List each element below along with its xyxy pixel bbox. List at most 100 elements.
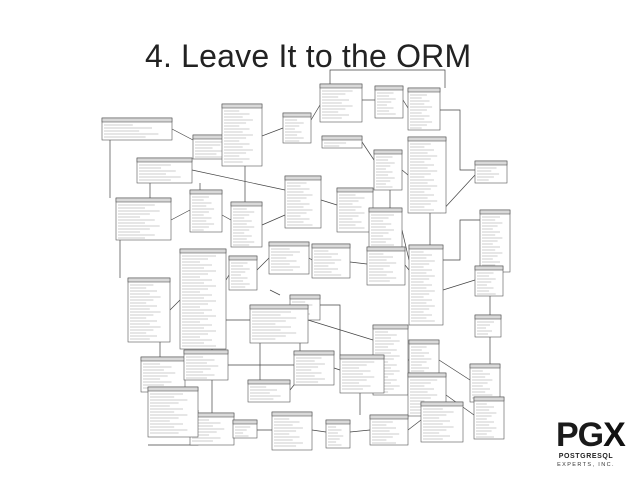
er-table-header xyxy=(127,277,171,283)
relationship-line xyxy=(256,257,270,271)
er-table-header xyxy=(469,363,501,369)
er-table xyxy=(319,83,363,123)
er-table xyxy=(147,386,199,438)
logo-mark-x: X xyxy=(603,416,626,454)
er-table xyxy=(325,419,351,449)
er-table xyxy=(474,314,502,338)
relationship-line xyxy=(310,104,321,121)
relationship-line xyxy=(289,384,295,391)
er-table-header xyxy=(147,386,199,392)
er-table-header xyxy=(473,396,505,402)
er-table-header xyxy=(282,112,312,118)
er-table xyxy=(373,149,403,191)
er-table-header xyxy=(228,255,258,261)
er-table xyxy=(407,87,441,131)
er-table xyxy=(282,112,312,144)
er-table xyxy=(228,255,258,291)
er-table xyxy=(474,265,504,297)
er-table-header xyxy=(293,350,335,356)
er-table-header xyxy=(368,207,403,213)
er-table-header xyxy=(249,304,309,310)
er-relationship-lines xyxy=(109,69,491,446)
er-table-box xyxy=(228,255,258,291)
logo-line1: POSTGRESQL xyxy=(558,453,614,460)
relationship-line xyxy=(308,257,313,261)
er-table-header xyxy=(115,197,172,203)
er-table-header xyxy=(232,419,258,425)
er-table xyxy=(469,363,501,403)
er-table-box xyxy=(325,419,351,449)
er-table xyxy=(221,103,263,167)
er-table xyxy=(479,209,511,273)
er-table-header xyxy=(268,241,310,247)
er-table-header xyxy=(247,379,291,385)
er-table-header xyxy=(474,314,502,320)
relationship-line xyxy=(269,289,281,296)
er-table-header xyxy=(479,209,511,215)
relationship-line xyxy=(225,274,230,281)
er-table-box xyxy=(311,243,351,279)
er-table xyxy=(474,160,508,184)
er-table xyxy=(369,414,409,446)
er-table-header xyxy=(474,160,508,166)
slide-title: 4. Leave It to the ORM xyxy=(145,38,472,74)
er-table xyxy=(230,201,263,248)
er-table xyxy=(189,189,223,233)
er-table-header xyxy=(230,201,263,207)
er-table-box xyxy=(407,87,441,131)
relationship-line xyxy=(404,264,410,271)
er-table-header xyxy=(221,103,263,109)
relationship-line xyxy=(349,429,371,433)
er-table-box xyxy=(179,248,227,350)
er-table-box xyxy=(407,136,447,214)
relationship-line xyxy=(221,214,232,221)
relationship-line xyxy=(320,199,338,206)
relationship-line xyxy=(440,109,475,171)
relationship-line xyxy=(349,261,368,265)
er-table-header xyxy=(183,349,229,355)
relationship-line xyxy=(333,367,341,371)
er-table-box xyxy=(420,401,464,443)
er-table xyxy=(127,277,171,343)
er-table-header xyxy=(366,246,406,252)
er-table-box xyxy=(230,201,263,248)
er-table xyxy=(271,411,313,451)
er-table-box xyxy=(183,349,229,381)
relationship-line xyxy=(401,229,410,261)
er-table-header xyxy=(339,354,385,360)
er-table xyxy=(293,350,335,386)
relationship-line xyxy=(443,219,480,261)
relationship-line xyxy=(320,304,341,355)
er-table-header xyxy=(407,372,447,378)
er-table xyxy=(407,136,447,214)
er-table-box xyxy=(115,197,172,241)
relationship-line xyxy=(402,99,409,109)
relationship-line xyxy=(171,128,194,141)
relationship-line xyxy=(438,359,471,381)
er-table-header xyxy=(325,419,351,425)
relationship-line xyxy=(407,419,422,431)
er-table-box xyxy=(369,414,409,446)
er-table xyxy=(321,135,363,149)
er-table-box xyxy=(368,207,403,249)
relationship-line xyxy=(261,214,286,226)
er-table-header xyxy=(101,117,173,123)
er-table xyxy=(408,244,444,326)
er-table-header xyxy=(289,294,321,300)
er-table-header xyxy=(179,248,227,254)
er-table xyxy=(249,304,309,344)
er-table-header xyxy=(408,339,440,345)
er-table-header xyxy=(369,414,409,420)
relationship-line xyxy=(401,169,409,176)
er-table xyxy=(115,197,172,241)
er-table xyxy=(247,379,291,403)
er-table-header xyxy=(189,189,223,195)
logo-line2: EXPERTS, INC. xyxy=(557,462,615,468)
er-table xyxy=(366,246,406,286)
er-table-header xyxy=(284,175,322,181)
relationship-line xyxy=(170,209,191,221)
er-table xyxy=(473,396,505,440)
er-table-header xyxy=(373,149,403,155)
er-table-header xyxy=(408,244,444,250)
